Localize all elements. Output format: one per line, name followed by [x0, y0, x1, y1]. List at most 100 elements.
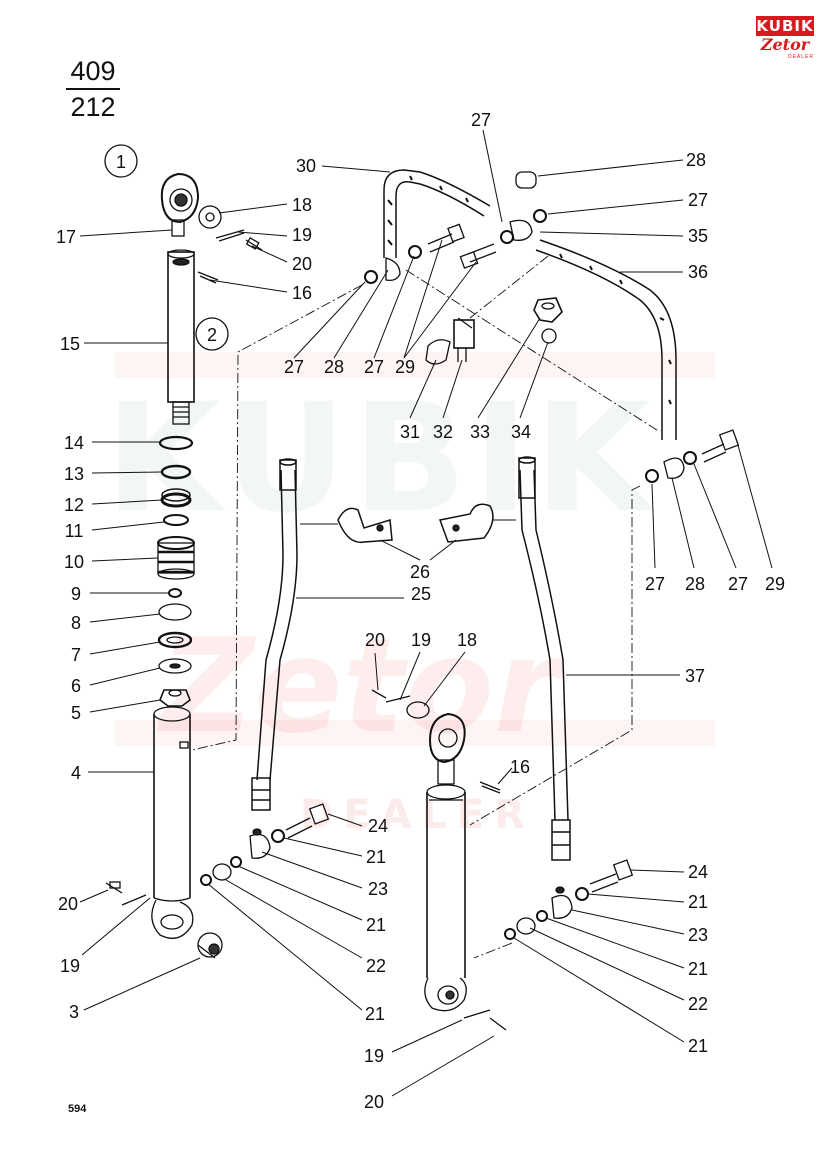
callout-20: 20: [292, 254, 312, 274]
callout-13: 13: [64, 464, 84, 484]
callout-8: 8: [71, 613, 81, 633]
nut-5: [159, 689, 191, 707]
callout-21: 21: [688, 892, 708, 912]
circlip-14: [158, 435, 194, 451]
callout-31: 31: [400, 422, 420, 442]
callout-28: 28: [685, 574, 705, 594]
right-cylinder-assembly: [371, 689, 507, 1031]
lower-fittings-left: [200, 803, 330, 886]
callout-19: 19: [411, 630, 431, 650]
piston-rod-15: [167, 249, 195, 425]
callout-22: 22: [688, 994, 708, 1014]
page-reference: 409 212: [66, 56, 120, 122]
piston-10: [157, 536, 195, 580]
pin-16: [197, 271, 219, 284]
callout-27: 27: [645, 574, 665, 594]
callout-29: 29: [395, 357, 415, 377]
lower-fittings-right: [504, 859, 634, 940]
callout-14: 14: [64, 433, 84, 453]
callout-27: 27: [284, 357, 304, 377]
nipple-20-right: [371, 689, 387, 699]
clamp-26-right: [438, 503, 494, 543]
callout-21: 21: [365, 1004, 385, 1024]
callout-22: 22: [366, 956, 386, 976]
callout-25: 25: [411, 584, 431, 604]
rod-eye-right: [428, 712, 466, 785]
callout-5: 5: [71, 703, 81, 723]
callout-34: 34: [511, 422, 531, 442]
washer-8: [158, 603, 192, 621]
pipe-25: [251, 458, 298, 811]
callout-28: 28: [686, 150, 706, 170]
callout-15: 15: [60, 334, 80, 354]
page-code: 594: [68, 1103, 87, 1115]
pin-19-bottom: [463, 1009, 491, 1019]
page-ref-top: 409: [70, 56, 116, 86]
callout-36: 36: [688, 262, 708, 282]
callout-37: 37: [685, 666, 705, 686]
callout-21: 21: [366, 915, 386, 935]
callout-18: 18: [292, 195, 312, 215]
cylinder-barrel-right: [424, 784, 467, 1012]
callout-23: 23: [368, 879, 388, 899]
callout-21: 21: [688, 1036, 708, 1056]
callout-24: 24: [368, 816, 388, 836]
clip-31: [425, 339, 451, 365]
callout-24: 24: [688, 862, 708, 882]
nipple-20-bottom: [489, 1017, 507, 1031]
page-ref-bottom: 212: [70, 92, 116, 122]
callout-17: 17: [56, 227, 76, 247]
ring-11: [163, 514, 189, 526]
left-cylinder-assembly: [105, 172, 263, 959]
nipple-20-left: [105, 881, 123, 894]
cotter-pin-19: [215, 229, 245, 242]
bushing-3: [197, 932, 223, 959]
watermark-band: [115, 352, 715, 378]
callout-23: 23: [688, 925, 708, 945]
callout-7: 7: [71, 645, 81, 665]
upper-fittings: [364, 171, 547, 284]
callout-18: 18: [457, 630, 477, 650]
hose-30: [383, 169, 491, 258]
washer-18-right: [406, 701, 430, 719]
callout-21: 21: [688, 959, 708, 979]
callout-10: 10: [64, 552, 84, 572]
ring-12: [160, 488, 192, 508]
bracket-32: [453, 317, 475, 362]
callout-3: 3: [69, 1002, 79, 1022]
watermark-band: [115, 720, 715, 746]
callout-32: 32: [433, 422, 453, 442]
callout-11: 11: [65, 521, 84, 541]
pin-19-right: [385, 695, 411, 703]
right-upper-fittings: [645, 429, 740, 483]
callout-30: 30: [296, 156, 316, 176]
callout-19: 19: [364, 1046, 384, 1066]
callout-33: 33: [470, 422, 490, 442]
nut-33: [533, 297, 563, 323]
callout-12: 12: [64, 495, 84, 515]
callout-27: 27: [364, 357, 384, 377]
callout-27: 27: [471, 110, 491, 130]
hose-36: [535, 239, 677, 440]
callout-16: 16: [292, 283, 312, 303]
callout-20: 20: [364, 1092, 384, 1112]
callout-20: 20: [365, 630, 385, 650]
cylinder-barrel-4: [151, 706, 194, 939]
clamp-26-left: [337, 507, 393, 544]
callout-19: 19: [60, 956, 80, 976]
callout-labels: 30 27 28 27 35 36 27 28 27 29 31 32 33 3…: [56, 110, 785, 1112]
grease-nipple-20: [245, 237, 263, 251]
callout-27: 27: [728, 574, 748, 594]
washer-18: [198, 205, 222, 229]
callout-29: 29: [765, 574, 785, 594]
o-ring-9: [168, 588, 182, 598]
callout-35: 35: [688, 226, 708, 246]
callout-27: 27: [688, 190, 708, 210]
logo-sub: DEALER: [787, 54, 814, 60]
callout-6: 6: [71, 676, 81, 696]
callout-19: 19: [292, 225, 312, 245]
callout-20: 20: [58, 894, 78, 914]
pin-16-right: [479, 781, 501, 794]
